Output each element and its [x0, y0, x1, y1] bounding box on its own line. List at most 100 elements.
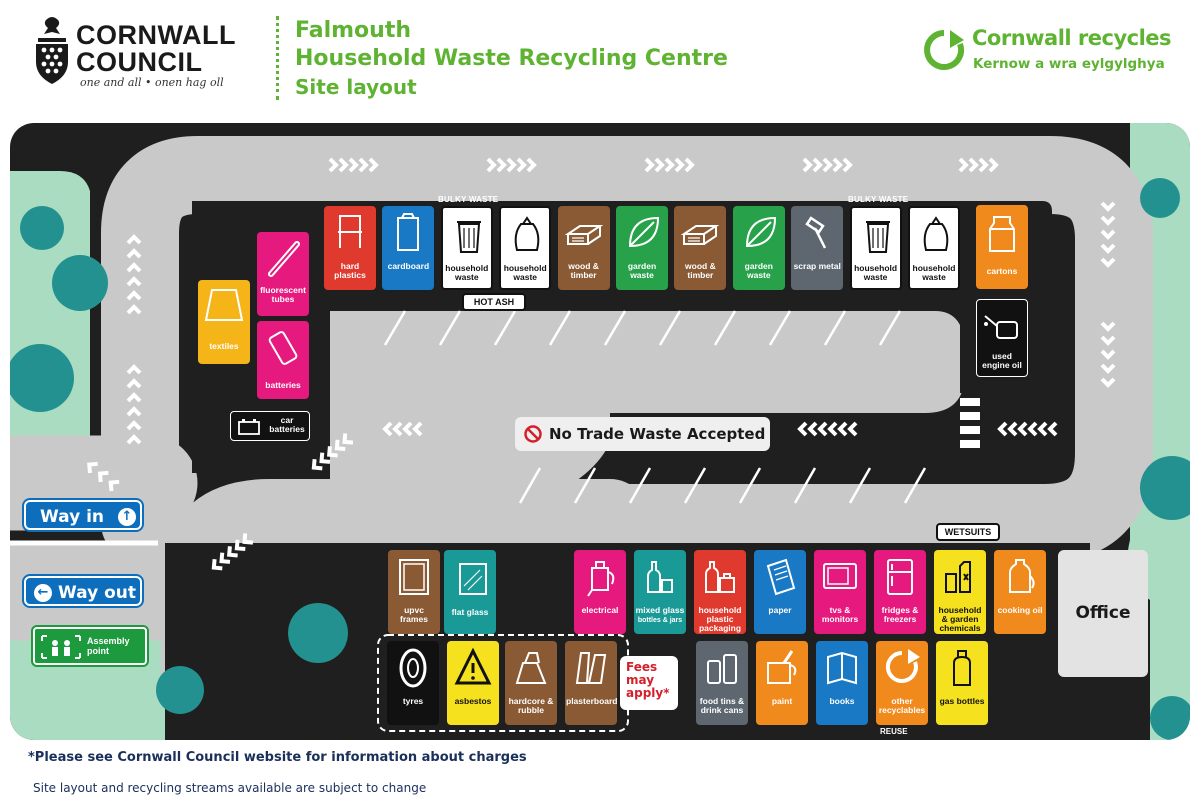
battery-icon [268, 331, 298, 365]
bin-household-waste[interactable]: household waste [499, 206, 552, 290]
bin-label: household & garden chemicals [938, 605, 982, 633]
hot-ash-label: HOT ASH [462, 293, 526, 311]
brand-tagline: Kernow a wra eylgylghya [973, 56, 1165, 72]
rubble-icon [515, 652, 547, 684]
bin-hardcore-rubble[interactable]: hardcore & rubble [505, 641, 557, 725]
bin-label: fluorescent tubes [260, 285, 306, 304]
paint-icon [767, 650, 797, 684]
bin-paint[interactable]: paint [756, 641, 808, 725]
wheelie-bin-icon [456, 221, 481, 253]
no-entry-icon [524, 425, 542, 443]
bin-books[interactable]: books [816, 641, 868, 725]
bin-gas-bottles[interactable]: gas bottles [936, 641, 988, 725]
bin-fluorescent-tubes[interactable]: fluorescent tubes [257, 232, 309, 316]
bin-asbestos[interactable]: asbestos [447, 641, 499, 725]
bin-label: household waste [503, 263, 547, 282]
flat-glass-icon [459, 563, 487, 595]
bin-electrical[interactable]: electrical [574, 550, 626, 634]
bin-wood-timber[interactable]: wood & timber [674, 206, 727, 290]
bin-textiles[interactable]: textiles [198, 280, 250, 364]
title-line-3: Site layout [295, 75, 417, 99]
bin-hard-plastics[interactable]: hard plastics [324, 206, 376, 290]
bin-label: household waste [912, 263, 956, 282]
bin-food-tins-drink-cans[interactable]: food tins & drink cans [696, 641, 748, 725]
rubbish-bag-icon [923, 216, 949, 251]
bin-label: batteries [265, 380, 301, 390]
arrow-left-icon: ← [34, 584, 52, 602]
plasterboard-icon [575, 652, 607, 684]
car-battery-icon [238, 419, 260, 435]
bin-label: hardcore & rubble [508, 696, 554, 715]
glass-bottles-icon [647, 561, 673, 593]
office-building: Office [1058, 550, 1148, 677]
bin-label: cartons [986, 266, 1018, 276]
fridge-icon [887, 559, 913, 595]
timber-icon [564, 225, 603, 245]
bin-label: tyres [402, 696, 424, 706]
bin-scrap-metal[interactable]: scrap metal [791, 206, 844, 290]
bin-label: flat glass [451, 607, 489, 617]
bin-label: upvc frames [400, 605, 428, 624]
bin-fridges-freezers[interactable]: fridges & freezers [874, 550, 926, 634]
bin-household-waste[interactable]: household waste [908, 206, 960, 290]
oil-bottle-icon [1009, 559, 1035, 593]
shirt-icon [204, 289, 244, 321]
rubbish-bag-icon [514, 216, 540, 251]
council-name-line1: CORNWALL [76, 20, 236, 50]
cornwall-council-logo [30, 14, 74, 90]
bin-household-plastic-packaging[interactable]: household plastic packaging [694, 550, 746, 634]
page-title: Falmouth Household Waste Recycling Centr… [295, 17, 728, 101]
reuse-label: REUSE [880, 727, 908, 736]
recycle-arrow-icon [924, 30, 965, 70]
bin-label: asbestos [454, 696, 492, 706]
bin-batteries[interactable]: batteries [257, 321, 309, 399]
bin-label: household waste [445, 263, 489, 282]
cardboard-box-icon [397, 213, 420, 251]
gas-bottle-icon [953, 650, 971, 686]
bin-cardboard[interactable]: cardboard [382, 206, 435, 290]
bin-household-waste[interactable]: household waste [849, 206, 902, 290]
bin-label: mixed glass [635, 605, 685, 615]
bin-label: other recyclables [878, 696, 926, 715]
no-trade-waste-sign: No Trade Waste Accepted [515, 417, 770, 451]
way-out-text: Way out [58, 583, 137, 603]
bin-garden-waste[interactable]: garden waste [732, 206, 785, 290]
carton-icon [989, 216, 1015, 252]
tube-icon [268, 241, 300, 277]
council-name-line2: COUNCIL [76, 47, 203, 77]
bin-car-batteries[interactable]: car batteries [230, 411, 310, 441]
window-frame-icon [399, 559, 429, 595]
fees-may-apply-notice: Fees may apply* [620, 656, 678, 710]
bin-wood-timber[interactable]: wood & timber [557, 206, 610, 290]
bin-used-engine-oil[interactable]: used engine oil [976, 299, 1028, 377]
bin-household-garden-chemicals[interactable]: household & garden chemicals [934, 550, 986, 634]
paper-icon [766, 558, 796, 596]
bin-label: paint [771, 696, 793, 706]
bin-plasterboard[interactable]: plasterboard [565, 641, 618, 725]
bin-garden-waste[interactable]: garden waste [616, 206, 668, 290]
bin-label: books [829, 696, 855, 706]
bin-label: gas bottles [939, 696, 985, 706]
way-in-sign: Way in ↑ [24, 500, 142, 530]
bin-paper[interactable]: paper [754, 550, 806, 634]
arrow-up-icon: ↑ [118, 508, 136, 526]
bin-label: used engine oil [982, 351, 1022, 370]
chemicals-icon [945, 561, 971, 593]
title-line-1: Falmouth [295, 18, 412, 43]
bin-tvs-monitors[interactable]: tvs & monitors [814, 550, 866, 634]
bin-upvc-frames[interactable]: upvc frames [388, 550, 440, 634]
bin-cartons[interactable]: cartons [976, 205, 1028, 289]
bin-label: food tins & drink cans [699, 696, 745, 715]
bin-label: plasterboard [566, 696, 618, 706]
bin-label: cooking oil [997, 605, 1043, 615]
bin-flat-glass[interactable]: flat glass [444, 550, 496, 634]
bin-cooking-oil[interactable]: cooking oil [994, 550, 1046, 634]
bin-household-waste[interactable]: household waste [440, 206, 493, 290]
bin-label: electrical [581, 605, 619, 615]
bin-tyres[interactable]: tyres [387, 641, 439, 725]
bin-label: hard plastics [334, 261, 366, 280]
bin-other-recyclables[interactable]: other recyclables [876, 641, 928, 725]
leaf-icon [628, 216, 660, 248]
